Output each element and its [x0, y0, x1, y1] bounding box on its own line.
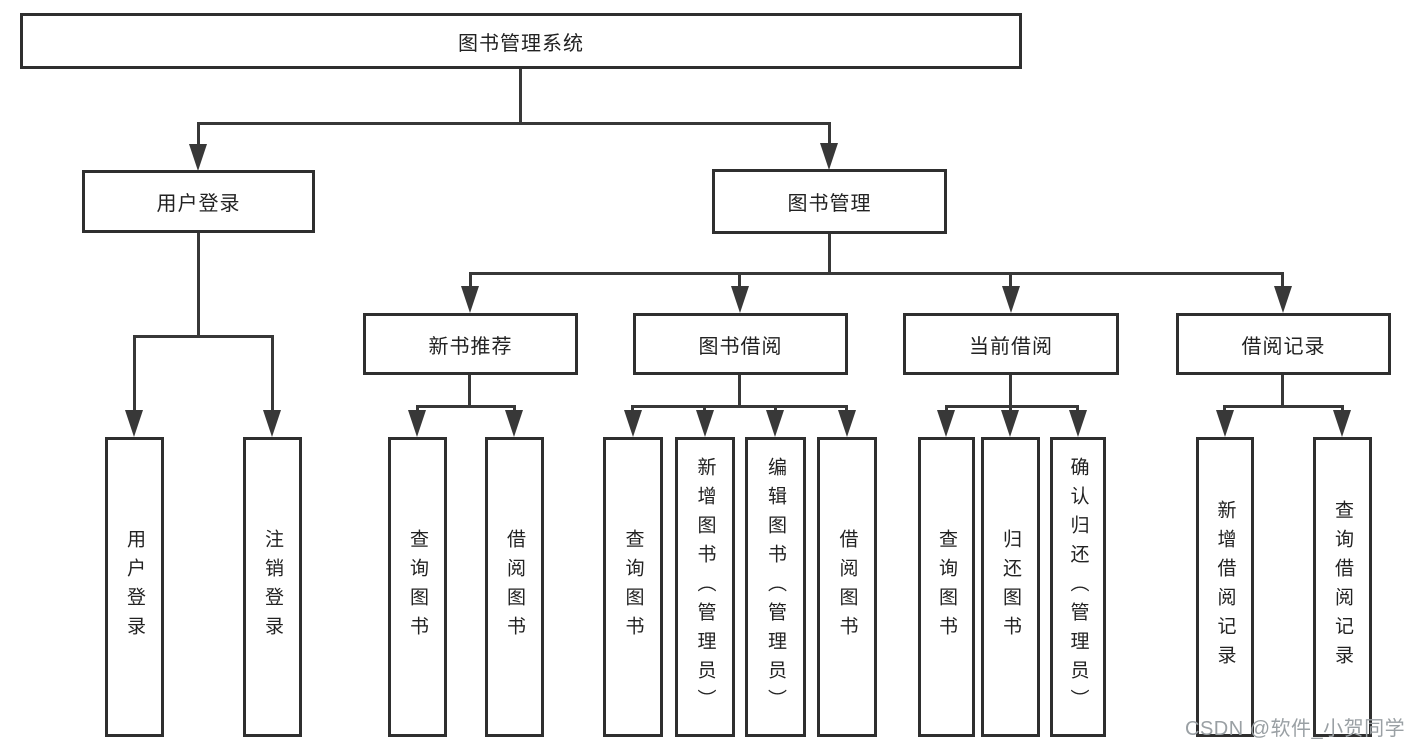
connector-line [738, 375, 741, 407]
connector-arrowhead [125, 410, 143, 437]
connector-arrowhead [505, 410, 523, 437]
connector-arrowhead [263, 410, 281, 437]
node-label: 当前借阅 [969, 335, 1053, 358]
connector-line [1281, 272, 1284, 289]
leaf-label: 编辑图书（管理员） [765, 456, 786, 718]
connector-arrowhead [461, 286, 479, 313]
connector-arrowhead [1216, 410, 1234, 437]
node-book-management: 图书管理 [712, 169, 947, 234]
leaf-add-borrow-record: 新增借阅记录 [1196, 437, 1254, 737]
connector-line [519, 69, 522, 122]
connector-line [828, 122, 831, 145]
node-label: 新书推荐 [428, 335, 513, 358]
leaf-borrow-books-recommend: 借阅图书 [485, 437, 544, 737]
leaf-label: 查询借阅记录 [1332, 500, 1353, 674]
connector-arrowhead [820, 143, 838, 170]
node-borrowing-records: 借阅记录 [1176, 313, 1391, 375]
connector-line [1281, 375, 1284, 407]
leaf-add-book-admin: 新增图书（管理员） [675, 437, 735, 737]
node-label: 图书管理系统 [458, 32, 584, 55]
leaf-label: 查询图书 [407, 529, 428, 645]
connector-arrowhead [189, 144, 207, 171]
node-new-book-recommendation: 新书推荐 [363, 313, 578, 375]
leaf-label: 确认归还（管理员） [1067, 456, 1089, 718]
leaf-label: 新增借阅记录 [1214, 500, 1236, 674]
node-user-login: 用户登录 [82, 170, 315, 233]
connector-arrowhead [731, 286, 749, 313]
node-label: 图书借阅 [698, 335, 783, 358]
connector-arrowhead [1333, 410, 1351, 437]
leaf-label: 借阅图书 [836, 529, 858, 645]
connector-line [133, 335, 274, 338]
connector-line [1009, 375, 1012, 407]
connector-line [945, 405, 1079, 408]
connector-arrowhead [1001, 410, 1019, 437]
connector-arrowhead [696, 410, 714, 437]
leaf-logout: 注销登录 [243, 437, 302, 737]
leaf-query-borrow-record: 查询借阅记录 [1313, 437, 1372, 737]
leaf-confirm-return-admin: 确认归还（管理员） [1050, 437, 1106, 737]
connector-arrowhead [1002, 286, 1020, 313]
connector-line [469, 272, 1283, 275]
connector-line [1223, 405, 1344, 408]
connector-arrowhead [937, 410, 955, 437]
connector-line [271, 335, 274, 413]
leaf-label: 注销登录 [262, 529, 283, 645]
connector-line [133, 335, 136, 413]
leaf-edit-book-admin: 编辑图书（管理员） [745, 437, 806, 737]
node-book-borrowing: 图书借阅 [633, 313, 848, 375]
connector-line [416, 405, 516, 408]
leaf-label: 借阅图书 [504, 529, 525, 645]
node-label: 借阅记录 [1241, 335, 1326, 358]
leaf-query-books-current: 查询图书 [918, 437, 975, 737]
node-label: 用户登录 [156, 193, 241, 215]
connector-line [738, 272, 741, 289]
node-library-management-system: 图书管理系统 [20, 13, 1022, 69]
leaf-label: 归还图书 [1000, 529, 1021, 645]
connector-line [1009, 272, 1012, 289]
node-current-borrowing: 当前借阅 [903, 313, 1119, 375]
connector-arrowhead [1274, 286, 1292, 313]
connector-arrowhead [766, 410, 784, 437]
connector-line [197, 122, 831, 125]
connector-line [631, 405, 848, 408]
leaf-return-books: 归还图书 [981, 437, 1040, 737]
connector-arrowhead [838, 410, 856, 437]
leaf-label: 新增图书（管理员） [694, 456, 716, 718]
leaf-label: 用户登录 [124, 529, 145, 645]
leaf-label: 查询图书 [622, 529, 644, 645]
watermark: CSDN @软件_小贺同学 [1185, 718, 1405, 740]
leaf-label: 查询图书 [936, 529, 957, 645]
connector-arrowhead [408, 410, 426, 437]
connector-arrowhead [624, 410, 642, 437]
connector-line [828, 234, 831, 272]
leaf-user-login: 用户登录 [105, 437, 164, 737]
connector-line [469, 272, 472, 289]
leaf-borrow-books: 借阅图书 [817, 437, 877, 737]
connector-line [197, 122, 200, 146]
leaf-query-books-borrow: 查询图书 [603, 437, 663, 737]
connector-line [468, 375, 471, 407]
node-label: 图书管理 [787, 193, 872, 215]
connector-arrowhead [1069, 410, 1087, 437]
connector-line [197, 233, 200, 335]
leaf-query-books-recommend: 查询图书 [388, 437, 447, 737]
